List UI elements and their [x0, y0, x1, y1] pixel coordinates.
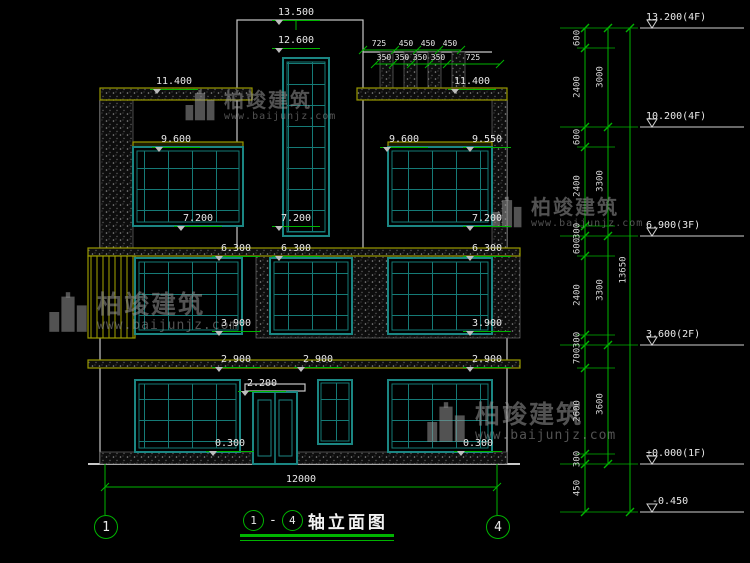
title-underline-thin: [240, 540, 394, 541]
watermark-name: 柏竣建筑: [97, 289, 206, 319]
elevation-mark: ±0.000(1F): [646, 448, 707, 459]
grid-bubble-4: 4: [486, 515, 510, 539]
top-dim: 350: [394, 53, 410, 62]
level-label-9600-left: 9.600: [152, 135, 200, 152]
title-axis-start-bubble: 1: [243, 510, 264, 531]
chain-dim: 2400: [572, 175, 583, 197]
watermark-url: www.baijunjz.com: [97, 318, 239, 334]
grid-bubble-1-label: 1: [102, 519, 110, 535]
level-label-2200: 2.200: [238, 379, 286, 396]
elevation-mark: 10.200(4F): [646, 111, 707, 122]
top-dim: 350: [376, 53, 392, 62]
level-label-6300-left: 6.300: [212, 244, 260, 261]
level-label-3900-left: 3.900: [212, 319, 260, 336]
level-label-0300-left: 0.300: [206, 439, 254, 456]
title-axis-start: 1: [250, 514, 257, 527]
bottom-total-dim: 12000: [285, 474, 317, 485]
level-label-6300-right: 6.300: [463, 244, 511, 261]
chain-dim: 2400: [572, 76, 583, 98]
right-dimension-chains: [560, 23, 638, 517]
watermark-logo-icon: [183, 88, 217, 122]
elevation-mark-lines: [640, 19, 744, 513]
top-dim: 450: [442, 39, 458, 48]
chain-dim: 3300: [595, 279, 606, 301]
level-label-2900-mid: 2.900: [294, 355, 342, 372]
grid-bubble-1: 1: [94, 515, 118, 539]
chain-dim: 3000: [595, 66, 606, 88]
elevation-mark: 3.600(2F): [646, 329, 701, 340]
level-label-11400-right: 11.400: [448, 77, 496, 94]
chain-dim: 600: [572, 237, 583, 255]
stair-tower-window: [282, 57, 330, 237]
watermark-logo-icon: [424, 400, 468, 444]
f3-center-window: [269, 257, 353, 335]
chain-dim: 450: [572, 479, 583, 497]
chain-dim: 600: [572, 128, 583, 146]
title-text: 轴立面图: [307, 513, 388, 533]
level-label-6300-mid: 6.300: [272, 244, 320, 261]
watermark-name: 柏竣建筑: [475, 399, 584, 429]
entry-door: [252, 391, 298, 465]
watermark-logo-icon: [46, 290, 90, 334]
title-axis-end-bubble: 4: [281, 510, 303, 531]
level-label-11400-left: 11.400: [150, 77, 198, 94]
chain-dim: 2400: [572, 284, 583, 306]
watermark: 柏竣建筑 www.baijunjz.com: [183, 88, 336, 122]
watermark: 柏竣建筑 www.baijunjz.com: [46, 290, 238, 334]
watermark-name: 柏竣建筑: [224, 87, 312, 112]
level-label-7200-mid: 7.200: [272, 214, 320, 231]
watermark-url: www.baijunjz.com: [531, 217, 644, 229]
elevation-mark: -0.450: [652, 496, 689, 507]
chain-dim: 700: [572, 347, 583, 365]
watermark-url: www.baijunjz.com: [475, 428, 617, 444]
top-dim: 350: [430, 53, 446, 62]
title-separator: -: [269, 513, 277, 528]
level-label-12600: 12.600: [272, 36, 320, 53]
level-label-2900-right: 2.900: [463, 355, 511, 372]
top-dim: 725: [371, 39, 387, 48]
watermark: 柏竣建筑 www.baijunjz.com: [424, 400, 616, 444]
dimension-lines: [100, 20, 505, 515]
chain-dim: 3300: [595, 170, 606, 192]
drawing-title: 1 - 4 轴立面图: [243, 508, 388, 533]
level-label-9600-mid: 9.600: [380, 135, 428, 152]
chain-dim: 600: [572, 29, 583, 47]
f1-left-window: [134, 379, 241, 453]
grid-bubble-4-label: 4: [494, 519, 502, 535]
title-axis-end: 4: [289, 514, 296, 527]
level-label-13500: 13.500: [272, 8, 320, 25]
chain-dim: 2600: [572, 400, 583, 422]
top-dim: 450: [420, 39, 436, 48]
chain-dim: 300: [572, 450, 583, 468]
chain-dim: 3600: [595, 393, 606, 415]
f4-right-window: [387, 146, 493, 227]
chain-dim: 300: [572, 331, 583, 349]
top-dim: 450: [398, 39, 414, 48]
level-label-3900-right: 3.900: [463, 319, 511, 336]
level-label-0300-right: 0.300: [454, 439, 502, 456]
watermark: 柏竣建筑 www.baijunjz.com: [490, 195, 643, 229]
f3-right-window: [387, 257, 493, 335]
olive-bands: [87, 87, 521, 369]
f3-left-window: [134, 257, 243, 335]
chain-dim: 300: [572, 222, 583, 240]
elevation-mark: 13.200(4F): [646, 12, 707, 23]
title-underline-thick: [240, 534, 394, 537]
windows: [132, 57, 493, 465]
watermark-url: www.baijunjz.com: [224, 110, 337, 122]
level-label-7200-right: 7.200: [463, 214, 511, 231]
f4-left-window: [132, 146, 244, 227]
f1-center-window: [317, 379, 353, 445]
top-dim: 350: [412, 53, 428, 62]
level-label-7200-left: 7.200: [174, 214, 222, 231]
level-label-2900-left: 2.900: [212, 355, 260, 372]
level-label-9550-right: 9.550: [463, 135, 511, 152]
top-dim: 725: [465, 53, 481, 62]
chain-total-dim: 13650: [618, 256, 629, 284]
elevation-mark: 6.900(3F): [646, 220, 701, 231]
watermark-name: 柏竣建筑: [531, 194, 619, 219]
